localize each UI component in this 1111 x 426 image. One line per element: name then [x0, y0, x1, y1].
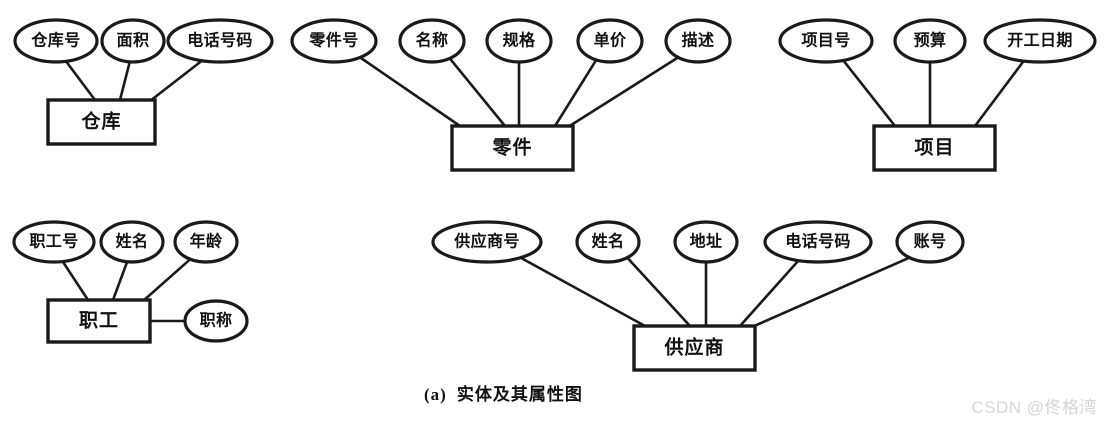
attribute-label: 预算 [914, 31, 947, 50]
attribute-label: 名称 [416, 31, 449, 50]
attribute-label: 姓名 [592, 232, 625, 251]
attribute-label: 地址 [690, 232, 723, 251]
attribute-ellipses-group: 仓库号面积电话号码零件号名称规格单价描述项目号预算开工日期职工号姓名年龄职称供应… [12, 18, 1097, 343]
connector-supplier-4 [738, 258, 801, 328]
entity-project[interactable]: 项目 [872, 124, 997, 172]
attribute-supplier-5[interactable]: 账号 [895, 220, 965, 264]
connector-part-4 [553, 57, 599, 128]
connector-project-1 [841, 58, 897, 128]
entity-box-part [450, 124, 575, 172]
connector-supplier-5 [750, 256, 911, 329]
attribute-employee-4[interactable]: 职称 [183, 299, 249, 343]
attribute-ellipse [895, 220, 965, 264]
connector-lines-group [60, 56, 1026, 329]
connector-warehouse-3 [148, 58, 205, 103]
connector-employee-1 [60, 259, 90, 302]
attribute-warehouse-1[interactable]: 仓库号 [13, 18, 99, 64]
attribute-employee-2[interactable]: 姓名 [99, 220, 165, 264]
attribute-ellipse [166, 18, 274, 64]
entity-part[interactable]: 零件 [450, 124, 575, 172]
entity-supplier[interactable]: 供应商 [632, 324, 757, 372]
connector-project-3 [973, 58, 1026, 128]
connector-part-1 [358, 56, 462, 128]
attribute-label: 描述 [682, 31, 715, 50]
entity-label-supplier: 供应商 [663, 335, 724, 358]
attribute-label: 仓库号 [30, 31, 80, 50]
attribute-supplier-3[interactable]: 地址 [673, 220, 739, 264]
attribute-ellipse [183, 299, 249, 343]
connector-supplier-2 [625, 256, 692, 328]
figure-caption: (a) 实体及其属性图 [424, 380, 583, 405]
attribute-part-4[interactable]: 单价 [576, 18, 644, 64]
connector-warehouse-1 [64, 59, 97, 102]
attribute-label: 职工号 [29, 233, 78, 251]
attribute-part-5[interactable]: 描述 [664, 18, 732, 64]
attribute-label: 开工日期 [1007, 31, 1073, 50]
attribute-ellipse [398, 18, 466, 64]
attribute-ellipse [12, 220, 96, 264]
attribute-supplier-2[interactable]: 姓名 [575, 220, 641, 264]
figure-caption-text: 实体及其属性图 [456, 385, 583, 404]
attribute-project-3[interactable]: 开工日期 [983, 18, 1097, 64]
attribute-ellipse [431, 220, 543, 264]
attribute-ellipse [99, 220, 165, 264]
attribute-label: 电话号码 [187, 31, 253, 50]
connector-supplier-1 [519, 256, 647, 328]
attribute-warehouse-3[interactable]: 电话号码 [166, 18, 274, 64]
attribute-ellipse [100, 18, 166, 64]
attribute-employee-3[interactable]: 年龄 [173, 220, 239, 264]
attribute-label: 账号 [914, 233, 947, 251]
attribute-ellipse [893, 18, 967, 64]
attribute-ellipse [778, 18, 874, 64]
entity-employee[interactable]: 职工 [46, 298, 152, 344]
figure-caption-index: (a) [424, 385, 447, 404]
attribute-part-1[interactable]: 零件号 [290, 18, 378, 64]
attribute-ellipse [763, 220, 873, 264]
attribute-ellipse [485, 18, 553, 64]
connector-employee-2 [111, 259, 129, 302]
entity-box-employee [46, 298, 152, 344]
connector-part-5 [566, 56, 680, 129]
attribute-project-2[interactable]: 预算 [893, 18, 967, 64]
attribute-ellipse [575, 220, 641, 264]
attribute-label: 规格 [503, 31, 536, 50]
attribute-label: 供应商号 [453, 232, 520, 251]
attribute-label: 电话号码 [785, 232, 851, 251]
connector-employee-3 [141, 257, 193, 303]
attribute-part-3[interactable]: 规格 [485, 18, 553, 64]
attribute-supplier-4[interactable]: 电话号码 [763, 220, 873, 264]
entity-label-project: 项目 [914, 136, 954, 158]
connector-warehouse-2 [118, 59, 132, 102]
entity-box-supplier [632, 324, 757, 372]
attribute-label: 单价 [594, 31, 627, 50]
entity-box-warehouse [46, 98, 157, 146]
attribute-ellipse [290, 18, 378, 64]
attribute-label: 职称 [200, 311, 233, 330]
attribute-label: 年龄 [190, 232, 223, 251]
attribute-part-2[interactable]: 名称 [398, 18, 466, 64]
attribute-warehouse-2[interactable]: 面积 [100, 18, 166, 64]
attribute-label: 项目号 [801, 32, 850, 50]
entity-label-part: 零件 [491, 135, 532, 158]
connector-part-2 [448, 56, 507, 128]
attribute-ellipse [673, 220, 739, 264]
attribute-label: 面积 [117, 32, 150, 50]
entity-box-project [872, 124, 997, 172]
attribute-employee-1[interactable]: 职工号 [12, 220, 96, 264]
attribute-ellipse [664, 18, 732, 64]
attribute-supplier-1[interactable]: 供应商号 [431, 220, 543, 264]
attribute-project-1[interactable]: 项目号 [778, 18, 874, 64]
attribute-ellipse [173, 220, 239, 264]
csdn-watermark: CSDN @佟格湾 [971, 398, 1097, 417]
attribute-label: 零件号 [308, 31, 358, 50]
attribute-ellipse [576, 18, 644, 64]
attribute-ellipse [13, 18, 99, 64]
entity-label-warehouse: 仓库 [80, 109, 121, 132]
entity-warehouse[interactable]: 仓库 [46, 98, 157, 146]
attribute-label: 姓名 [116, 232, 149, 251]
entity-label-employee: 职工 [79, 309, 119, 331]
attribute-ellipse [983, 18, 1097, 64]
